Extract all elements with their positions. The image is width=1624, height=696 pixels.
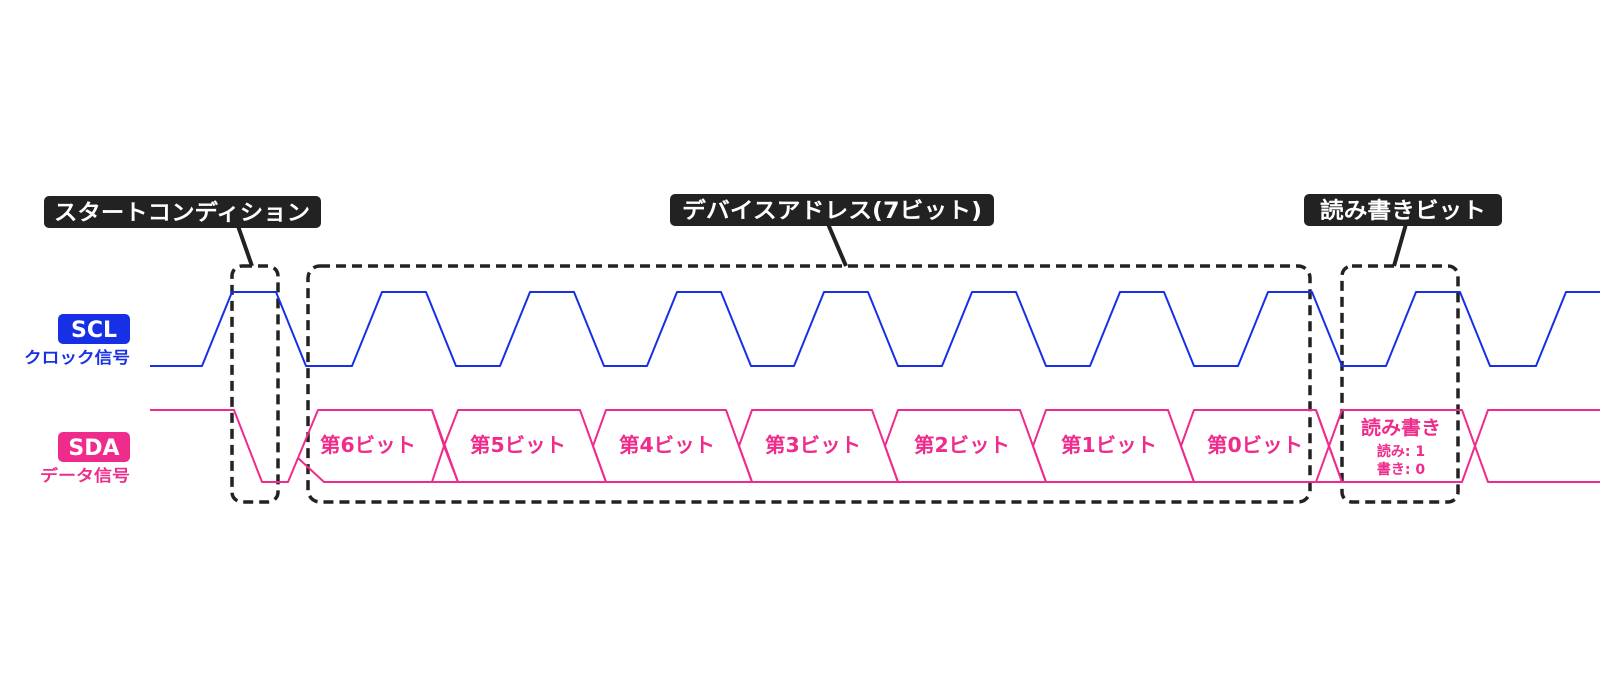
rw-read-value: 読み: 1	[1377, 443, 1425, 460]
scl-sub-label: クロック信号	[24, 348, 130, 367]
rw-write-value: 書き: 0	[1377, 461, 1425, 478]
bit-1-label: 第1ビット	[1061, 433, 1157, 457]
rw-bit-leader	[1392, 223, 1408, 267]
start-condition-label: スタートコンディション	[54, 200, 310, 226]
sda-rw-cell-upper	[1315, 409, 1600, 483]
sda-start-condition	[150, 409, 299, 483]
scl-badge-label: SCL	[71, 318, 117, 343]
bit-4-label: 第4ビット	[619, 433, 715, 457]
device-address-box	[306, 264, 1312, 504]
scl-badge: SCL	[58, 314, 130, 344]
sda-sub-label: データ信号	[40, 466, 130, 485]
device-address-callout: デバイスアドレス(7ビット)	[670, 194, 994, 226]
start-condition-callout: スタートコンディション	[44, 196, 321, 228]
start-condition-leader	[236, 225, 254, 267]
rw-bit-box	[1340, 264, 1460, 504]
device-address-leader	[826, 223, 848, 267]
bit-3-label: 第3ビット	[765, 433, 861, 457]
bit-5-label: 第5ビット	[470, 433, 566, 457]
sda-cross-lines	[431, 409, 458, 483]
scl-waveform	[150, 291, 1600, 367]
rw-bit-title: 読み書き	[1361, 416, 1441, 439]
bit-2-label: 第2ビット	[914, 433, 1010, 457]
sda-badge: SDA	[58, 432, 130, 462]
sda-badge-label: SDA	[68, 436, 119, 461]
start-condition-box	[230, 264, 280, 504]
bit-0-label: 第0ビット	[1207, 433, 1303, 457]
bit-6-label: 第6ビット	[320, 433, 416, 457]
device-address-label: デバイスアドレス(7ビット)	[682, 198, 982, 224]
sda-rw-cell	[1315, 409, 1600, 483]
rw-bit-label: 読み書きビット	[1320, 198, 1486, 224]
rw-bit-callout: 読み書きビット	[1304, 194, 1502, 226]
